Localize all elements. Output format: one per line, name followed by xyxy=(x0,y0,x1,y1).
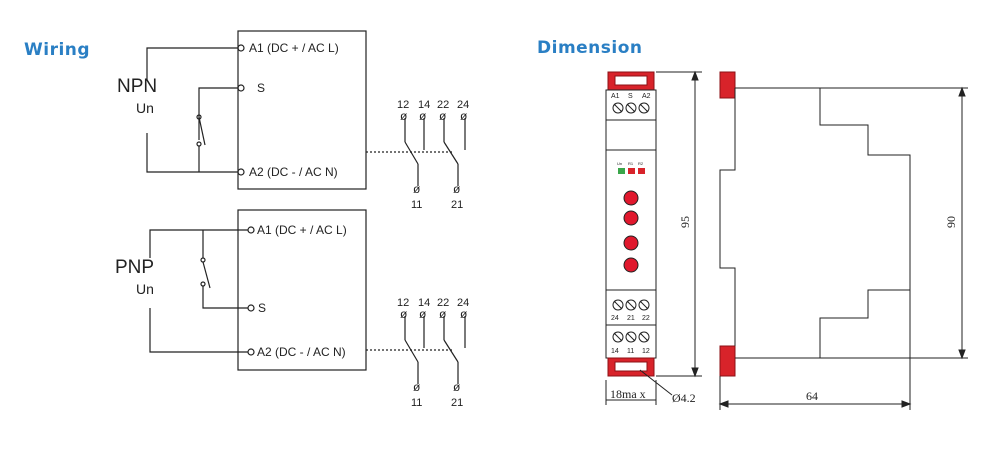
npn-switch-contact xyxy=(196,114,202,120)
svg-text:ø: ø xyxy=(460,109,468,123)
terminal-21: 21 xyxy=(627,315,635,322)
npn-supply-bottom-wire xyxy=(146,133,238,173)
pnp-a1-label: A1 (DC + / AC L) xyxy=(257,223,347,237)
svg-text:ø: ø xyxy=(400,109,408,123)
pnp-switch-wire xyxy=(202,286,248,309)
pnp-contact-24: 24 xyxy=(457,297,469,309)
terminal-24: 24 xyxy=(611,315,619,322)
svg-text:ø: ø xyxy=(439,109,447,123)
npn-s-label: S xyxy=(257,81,265,95)
npn-a1-label: A1 (DC + / AC L) xyxy=(249,41,339,55)
svg-text:ø: ø xyxy=(419,307,427,321)
pnp-supply-label: Un xyxy=(136,281,154,297)
pnp-supply-bottom-wire xyxy=(149,308,248,353)
npn-supply-label: Un xyxy=(136,100,154,116)
terminal-a2: A2 xyxy=(642,93,651,100)
npn-contact-21: 21 xyxy=(451,199,463,211)
npn-contact-11: 11 xyxy=(411,199,422,211)
npn-relay-box xyxy=(237,30,367,190)
pnp-a2-label: A2 (DC - / AC N) xyxy=(257,345,346,359)
knob-3 xyxy=(623,235,639,251)
bottom-terminals xyxy=(612,331,650,343)
terminal-22: 22 xyxy=(642,315,650,322)
npn-contacts: ø ø ø ø ø ø xyxy=(366,109,468,196)
npn-contact-24: 24 xyxy=(457,99,469,111)
side-profile xyxy=(735,87,911,359)
wiring-title: Wiring xyxy=(24,40,91,60)
pnp-contact-11: 11 xyxy=(411,397,422,409)
npn-switch-wire xyxy=(198,87,238,140)
side-view xyxy=(718,71,968,410)
knob-1 xyxy=(623,190,639,206)
side-top-clip xyxy=(719,71,736,99)
npn-a2-terminal xyxy=(237,168,245,176)
npn-switch-contact2 xyxy=(196,141,202,147)
pnp-s-terminal xyxy=(247,304,255,312)
pnp-wiring xyxy=(149,209,367,371)
npn-supply-top-wire xyxy=(146,47,238,80)
npn-switch-blade xyxy=(198,116,206,146)
npn-a1-terminal xyxy=(237,44,245,52)
led-un xyxy=(618,168,625,174)
led-un-label: Un xyxy=(617,161,622,166)
npn-s-terminal xyxy=(237,84,245,92)
pnp-contact-22: 22 xyxy=(437,297,449,309)
terminal-14: 14 xyxy=(611,348,619,355)
svg-text:ø: ø xyxy=(413,182,421,196)
height-front-dim xyxy=(656,70,702,378)
knob-4 xyxy=(623,257,639,273)
npn-mode-label: NPN xyxy=(117,76,157,97)
dimension-title: Dimension xyxy=(537,38,643,58)
front-view xyxy=(605,71,673,405)
led-r2-label: R2 xyxy=(638,161,644,166)
mid-terminals xyxy=(612,299,650,311)
pnp-supply-top-wire xyxy=(149,229,248,258)
led-r2 xyxy=(638,168,645,174)
svg-text:ø: ø xyxy=(413,380,421,394)
terminal-s: S xyxy=(628,93,633,100)
hole-label: Ø4.2 xyxy=(672,391,696,405)
pnp-a2-terminal xyxy=(247,348,255,356)
led-r1-label: R1 xyxy=(628,161,634,166)
side-bottom-clip xyxy=(719,345,736,377)
npn-contact-22: 22 xyxy=(437,99,449,111)
knob-2 xyxy=(623,210,639,226)
svg-text:ø: ø xyxy=(453,380,461,394)
svg-text:ø: ø xyxy=(460,307,468,321)
pnp-mode-label: PNP xyxy=(115,257,154,278)
pnp-s-label: S xyxy=(258,301,266,315)
height-front-label: 95 xyxy=(678,216,692,228)
npn-contact-14: 14 xyxy=(418,99,430,111)
led-r1 xyxy=(628,168,635,174)
width-label: 18ma x xyxy=(610,387,646,401)
pnp-contacts: ø ø ø ø ø ø xyxy=(366,307,468,394)
top-terminals xyxy=(612,102,650,114)
pnp-contact-12: 12 xyxy=(397,297,409,309)
depth-label: 64 xyxy=(806,389,818,403)
svg-text:ø: ø xyxy=(439,307,447,321)
npn-a2-label: A2 (DC - / AC N) xyxy=(249,165,338,179)
terminal-12: 12 xyxy=(642,348,650,355)
pnp-a1-terminal xyxy=(247,226,255,234)
terminal-a1: A1 xyxy=(611,93,620,100)
pnp-relay-box xyxy=(237,209,367,371)
pnp-contact-14: 14 xyxy=(418,297,430,309)
svg-text:ø: ø xyxy=(453,182,461,196)
npn-contact-12: 12 xyxy=(397,99,409,111)
side-rail xyxy=(719,100,736,346)
height-side-label: 90 xyxy=(944,216,958,228)
terminal-11: 11 xyxy=(627,348,634,355)
pnp-contact-21: 21 xyxy=(451,397,463,409)
npn-wiring xyxy=(146,30,367,190)
svg-text:ø: ø xyxy=(400,307,408,321)
svg-text:ø: ø xyxy=(419,109,427,123)
